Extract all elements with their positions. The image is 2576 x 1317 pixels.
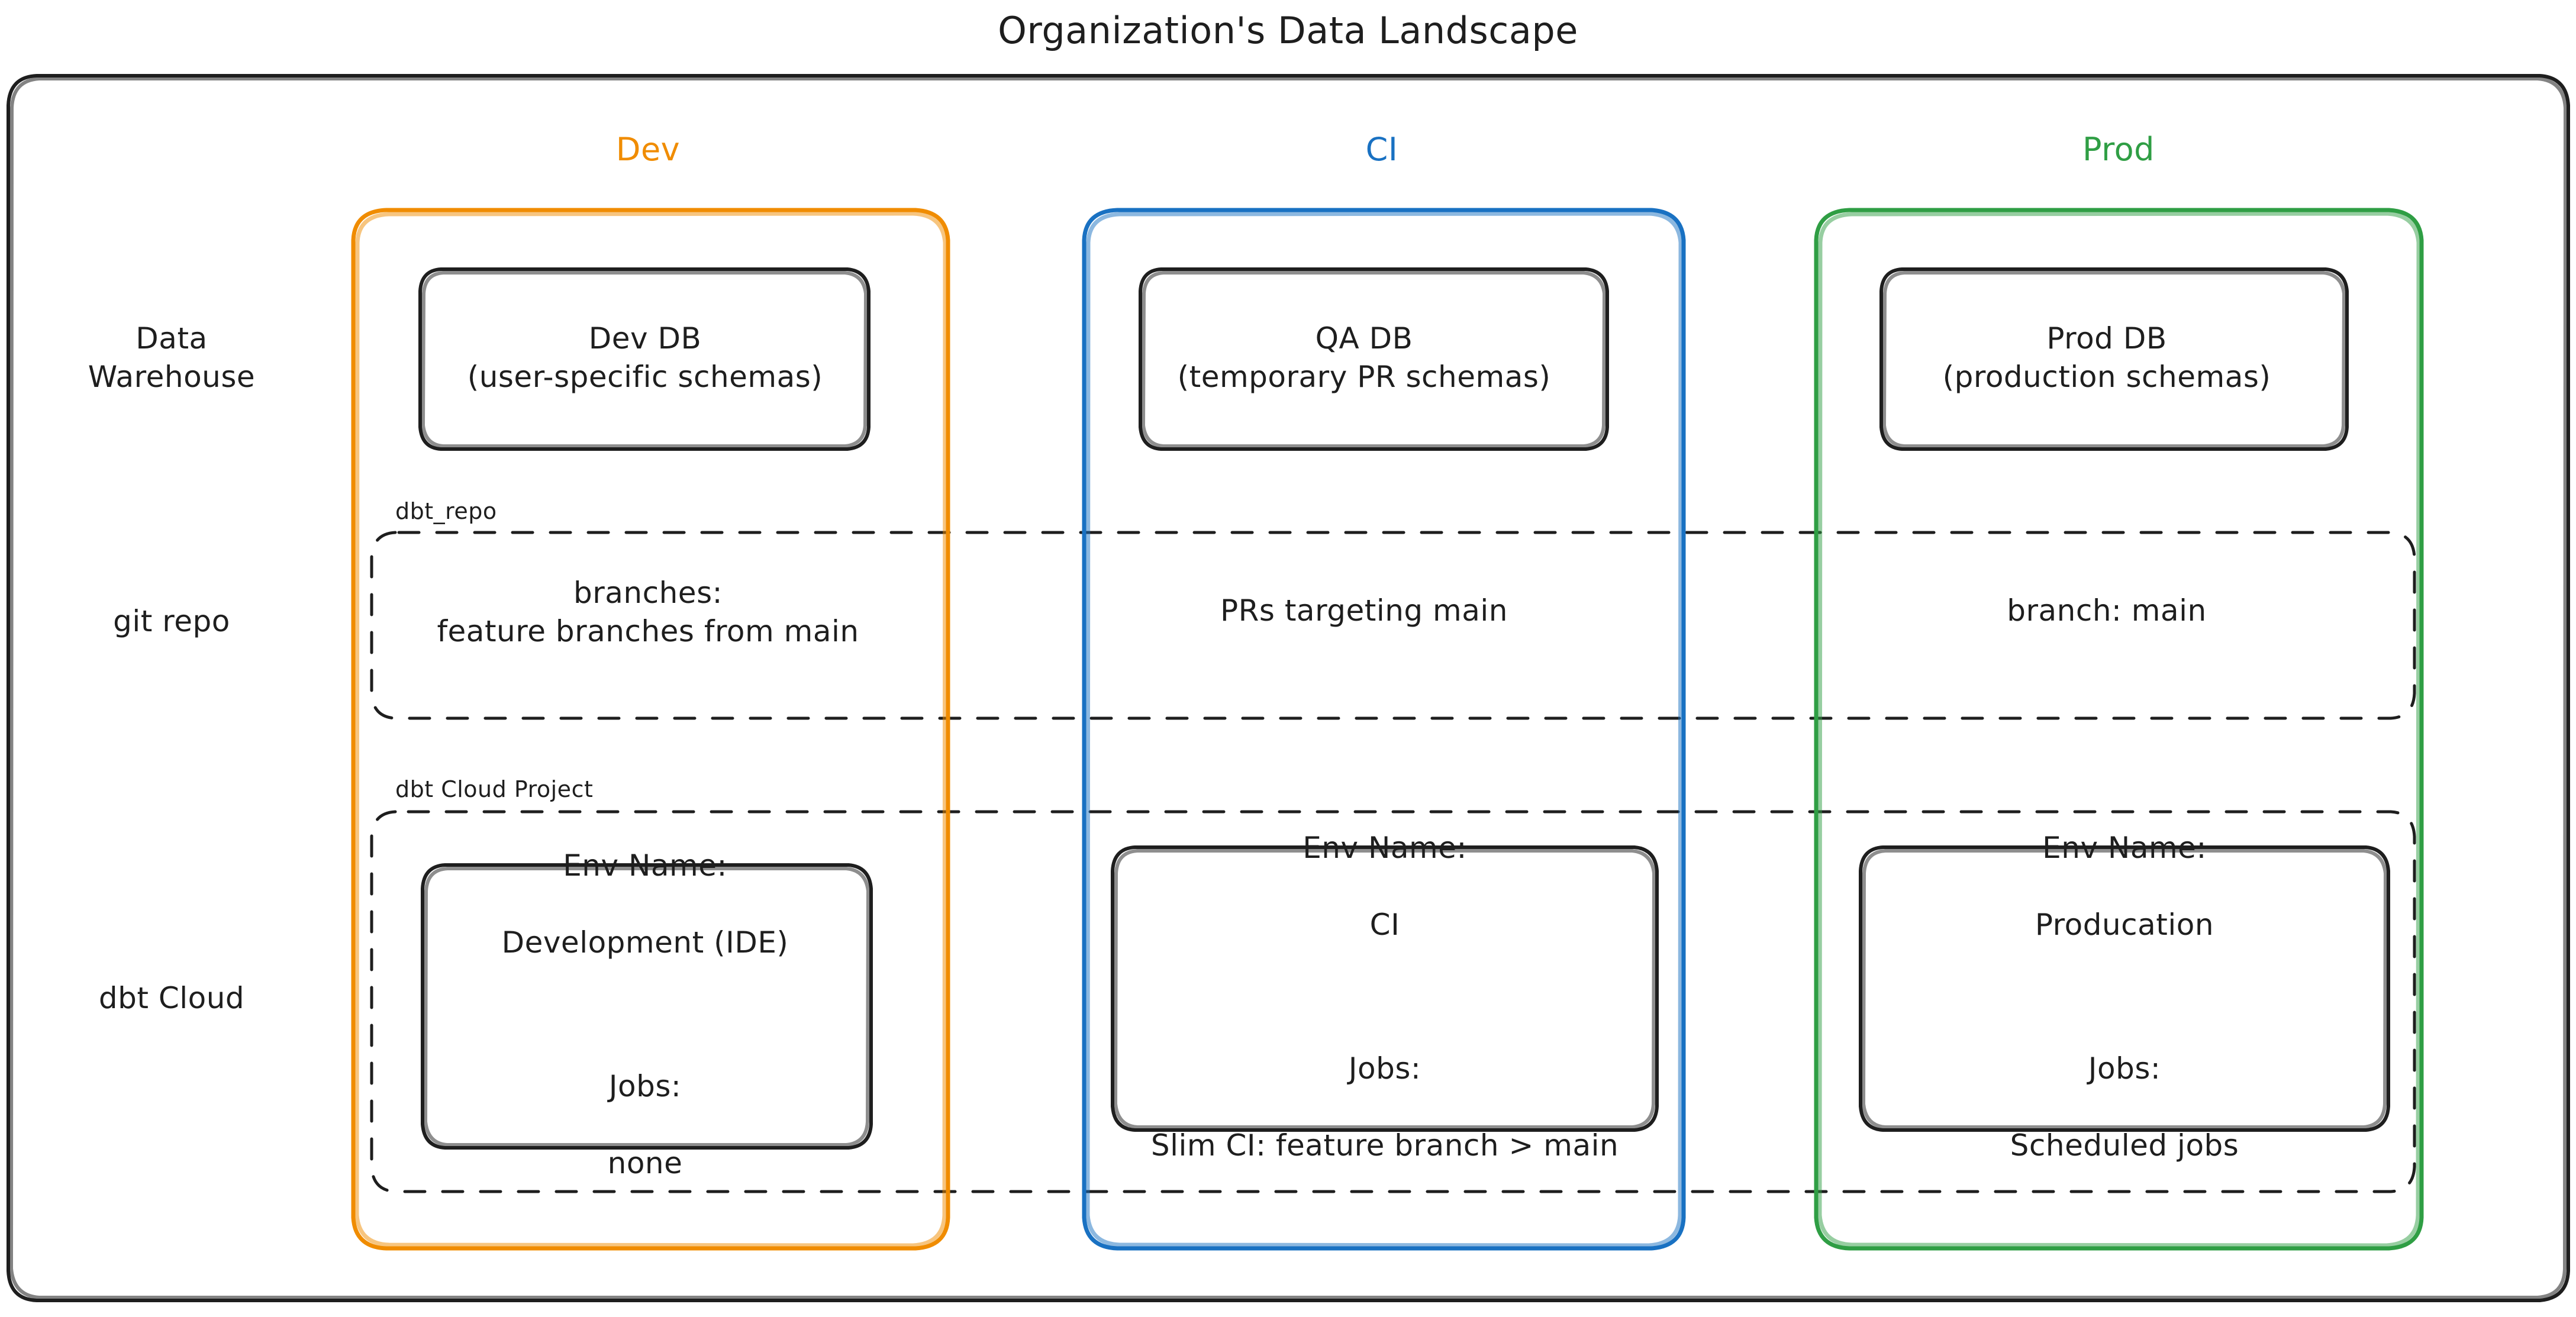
- cluster-label-dbt-repo: dbt_repo: [395, 498, 497, 524]
- node-dbt-prod[interactable]: Env Name: Producation Jobs: Scheduled jo…: [1858, 831, 2391, 1163]
- node-dbt-dev-jobs-key: Jobs:: [608, 1069, 682, 1103]
- node-dbt-prod-jobs-key: Jobs:: [2088, 1051, 2161, 1086]
- node-dbt-ci-jobs-val: Slim CI: feature branch > main: [1150, 1128, 1619, 1163]
- cluster-label-dbt-cloud-project: dbt Cloud Project: [395, 776, 594, 802]
- node-dbt-prod-env-name: Producation: [2035, 908, 2214, 942]
- node-dbt-ci[interactable]: Env Name: CI Jobs: Slim CI: feature bran…: [1113, 831, 1657, 1163]
- row-label-git-repo: git repo: [113, 604, 230, 638]
- spacer: [1151, 983, 1619, 1011]
- node-dbt-prod-env-key: Env Name:: [2042, 831, 2207, 866]
- column-label-ci: CI: [1365, 131, 1398, 168]
- node-git-prod: branch: main: [2007, 593, 2207, 628]
- node-dbt-prod-jobs-val: Scheduled jobs: [2010, 1128, 2239, 1163]
- spacer: [502, 1000, 789, 1029]
- node-dbt-dev-env-name: Development (IDE): [501, 925, 789, 960]
- node-dbt-dev[interactable]: Env Name: Development (IDE) Jobs: none: [420, 848, 870, 1180]
- node-dbt-ci-env-name: CI: [1369, 908, 1400, 942]
- node-dbt-ci-jobs-key: Jobs:: [1348, 1051, 1421, 1086]
- row-label-data-warehouse: Data Warehouse: [88, 321, 256, 394]
- column-label-prod: Prod: [2082, 131, 2155, 168]
- column-label-dev: Dev: [615, 131, 681, 168]
- node-qa-db[interactable]: QA DB (temporary PR schemas): [1177, 321, 1551, 394]
- row-label-dbt-cloud: dbt Cloud: [98, 981, 245, 1015]
- page-title: Organization's Data Landscape: [998, 9, 1578, 52]
- node-prod-db[interactable]: Prod DB (production schemas): [1942, 321, 2271, 394]
- node-dev-db[interactable]: Dev DB (user-specific schemas): [467, 321, 823, 394]
- node-dbt-dev-env-key: Env Name:: [563, 848, 727, 883]
- node-git-dev: branches: feature branches from main: [437, 576, 859, 648]
- node-git-ci: PRs targeting main: [1220, 593, 1508, 628]
- node-dbt-dev-jobs-val: none: [607, 1145, 683, 1180]
- spacer: [2010, 983, 2239, 1011]
- node-dbt-ci-env-key: Env Name:: [1302, 831, 1467, 866]
